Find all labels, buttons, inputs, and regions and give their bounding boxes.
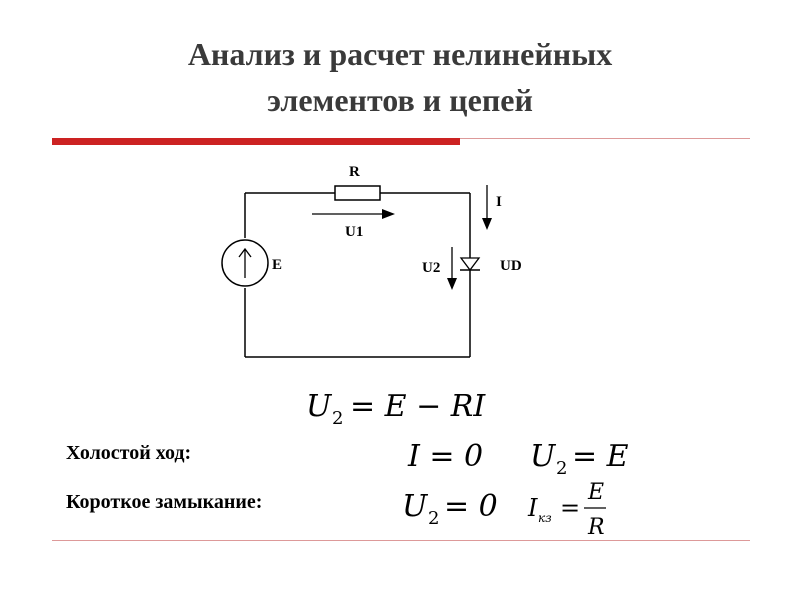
main-eq-lhs: U	[306, 389, 333, 424]
no-load-eq2: U 2 = E	[530, 439, 629, 479]
short-circuit-eq1: U 2 = 0	[402, 489, 498, 529]
page-title-line1: Анализ и расчет нелинейных	[187, 36, 613, 72]
source-label: E	[272, 257, 282, 273]
u2-label: U2	[422, 260, 440, 276]
diode-icon	[459, 257, 481, 272]
short-eq1-rhs: = 0	[444, 489, 498, 524]
main-equation: U 2 = E − RI	[306, 389, 486, 429]
current-label: I	[496, 194, 502, 210]
current-arrow-icon	[482, 185, 492, 230]
no-load-eq1: I = 0	[407, 439, 483, 474]
title-divider-line	[460, 138, 750, 139]
circuit-wires	[244, 192, 471, 358]
short-eq1-sub: 2	[428, 508, 439, 529]
short-eq2-sub: кз	[538, 511, 552, 525]
short-eq2-var: I	[527, 494, 538, 522]
main-eq-rhs: = E − RI	[350, 389, 486, 424]
resistor-label: R	[349, 164, 360, 180]
u2-arrow-icon	[447, 247, 457, 290]
no-load-eq2-rhs: = E	[572, 439, 629, 474]
short-circuit-label: Короткое замыкание:	[66, 491, 263, 513]
title-accent-bar	[52, 138, 460, 145]
voltage-source-icon	[221, 239, 269, 287]
no-load-label: Холостой ход:	[66, 442, 192, 464]
short-eq2-denominator: R	[587, 515, 605, 540]
u1-arrow-icon	[312, 209, 395, 219]
no-load-eq2-sub: 2	[556, 458, 567, 479]
no-load-eq2-var: U	[530, 439, 557, 474]
short-eq1-var: U	[402, 489, 429, 524]
footer-divider-line	[52, 540, 750, 541]
short-eq2-numerator: E	[587, 480, 604, 505]
resistor-icon	[334, 185, 381, 201]
u1-label: U1	[345, 224, 363, 240]
diode-label: UD	[500, 258, 522, 274]
short-eq2-eq: =	[560, 494, 580, 522]
page-title-line2: элементов и цепей	[267, 82, 533, 118]
short-circuit-eq2: I кз = E R	[527, 480, 606, 540]
main-eq-sub: 2	[332, 408, 343, 429]
